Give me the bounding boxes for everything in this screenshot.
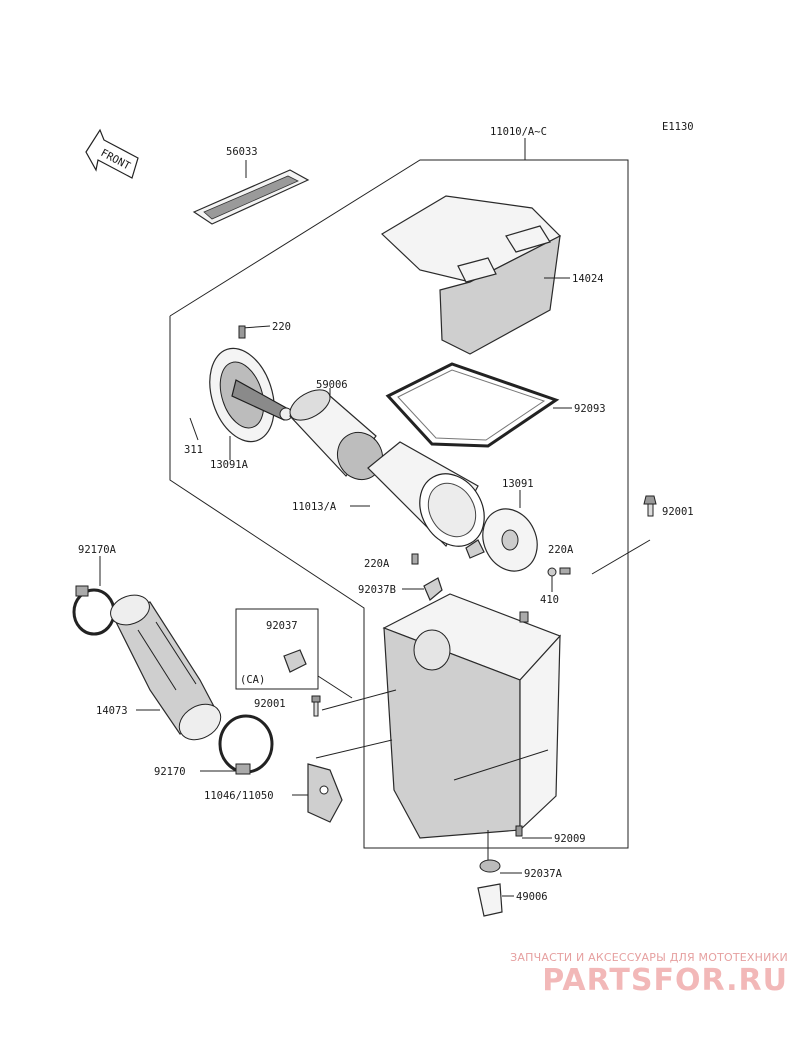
callout-92001-right: 92001 (662, 506, 694, 518)
diagram-code: E1130 (662, 121, 694, 133)
part-11013A-filter (350, 441, 485, 547)
watermark-logo: PARTSFOR.RU (542, 963, 788, 998)
callout-92037A: 92037A (524, 868, 563, 880)
part-92170A-clamp (72, 556, 116, 636)
callout-11013A: 11013/A (292, 501, 337, 513)
callout-410: 410 (540, 594, 559, 606)
callout-CA: (CA) (240, 674, 265, 686)
callout-92009: 92009 (554, 833, 586, 845)
part-92093-gasket (385, 362, 572, 448)
callout-220A-right: 220A (548, 544, 574, 556)
callout-220A-left: 220A (364, 558, 390, 570)
part-56033-plate (192, 160, 310, 225)
callout-59006: 59006 (316, 379, 348, 391)
part-13091A-holder (189, 325, 293, 460)
callout-13091A: 13091A (210, 459, 249, 471)
callout-311: 311 (184, 444, 203, 456)
callout-92170: 92170 (154, 766, 186, 778)
part-92170-clamp (200, 714, 274, 775)
part-92037-detail (235, 608, 353, 699)
watermark-caption: ЗАПЧАСТИ И АКСЕССУАРЫ ДЛЯ МОТОТЕХНИКИ (510, 951, 788, 964)
callout-11046: 11046/11050 (204, 790, 274, 802)
callout-11010: 11010/A~C (490, 126, 547, 138)
front-arrow-icon: FRONT (85, 128, 139, 179)
part-14073-duct (110, 594, 222, 741)
callout-56033: 56033 (226, 146, 258, 158)
callout-92001-left: 92001 (254, 698, 286, 710)
callout-92093: 92093 (574, 403, 606, 415)
part-59006-mesh (289, 388, 384, 481)
part-13091-plate (465, 490, 538, 572)
callout-92037: 92037 (266, 620, 298, 632)
part-small-hardware (402, 553, 571, 601)
callout-14073: 14073 (96, 705, 128, 717)
part-11046-bracket (292, 739, 393, 823)
part-14024-cover (381, 195, 570, 355)
callout-220-top: 220 (272, 321, 291, 333)
callout-labels: E1130 56033 11010/A~C 14024 220 59006 92… (78, 121, 694, 903)
part-49006-drain (477, 859, 522, 917)
part-air-cleaner-case (382, 593, 562, 862)
callout-92170A: 92170A (78, 544, 117, 556)
callout-13091: 13091 (502, 478, 534, 490)
part-92001-bolt-left (311, 689, 397, 717)
callout-92037B: 92037B (358, 584, 396, 596)
assembly-frame (169, 138, 629, 849)
callout-49006: 49006 (516, 891, 548, 903)
part-92001-bolt-right (591, 495, 657, 575)
callout-14024: 14024 (572, 273, 604, 285)
